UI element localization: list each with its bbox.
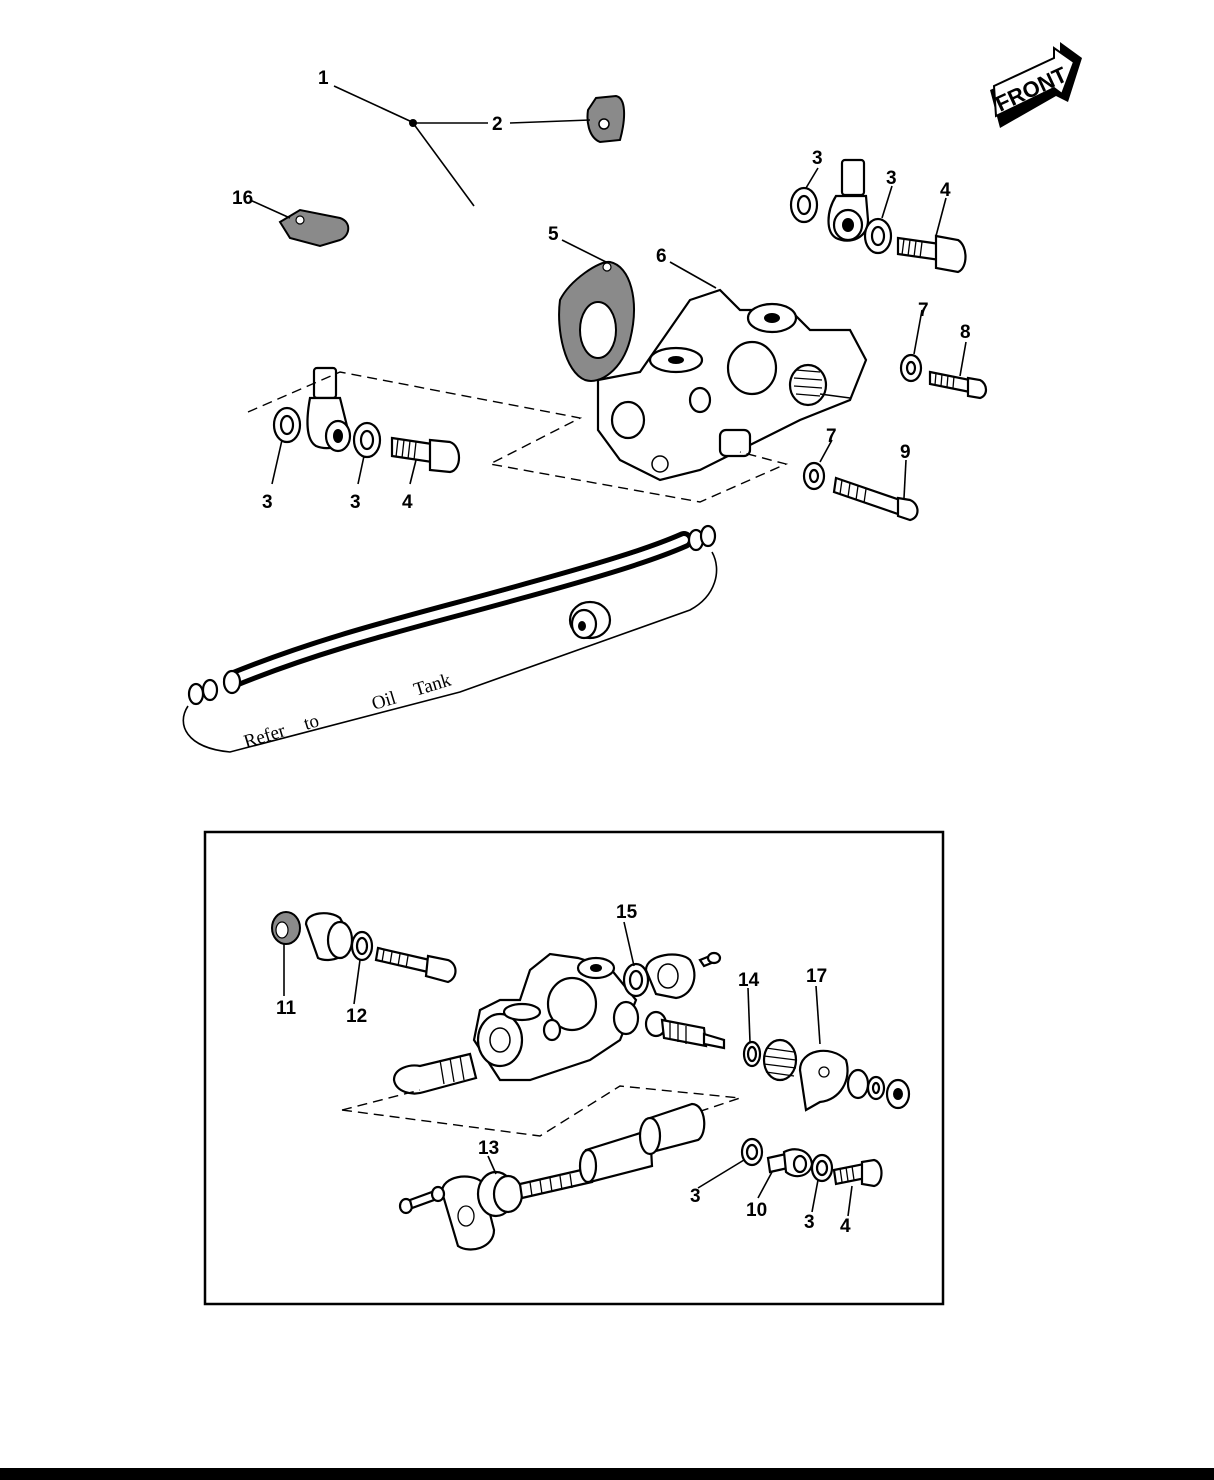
- callouts-lower: 11 12 15 14 17 13 3 10 3 4: [276, 902, 851, 1237]
- note-refer: Refer: [241, 720, 288, 753]
- washer-3-right-b: [863, 217, 893, 255]
- screw-8: [928, 370, 988, 400]
- callout-7-lower: 7: [826, 426, 837, 447]
- callout-1: 1: [318, 68, 329, 89]
- callout-11: 11: [276, 998, 297, 1019]
- sleeve: [304, 912, 354, 962]
- plunger: [374, 946, 457, 984]
- bolt-10: [766, 1148, 814, 1178]
- front-arrow: FRONT: [990, 42, 1082, 128]
- alignment-line-left: [247, 371, 789, 503]
- callout-15: 15: [616, 902, 638, 923]
- oil-pump-assembly: [596, 288, 868, 482]
- grommet: [568, 600, 612, 640]
- o-ring-12: [350, 930, 374, 962]
- callout-3-ll-b: 3: [350, 492, 361, 513]
- callout-7-upper: 7: [918, 300, 929, 321]
- spring: [762, 1038, 798, 1082]
- cap-nut-11: [271, 911, 301, 945]
- lever-17: [798, 1049, 849, 1112]
- callout-12: 12: [346, 1006, 367, 1027]
- leader-lines-upper: [249, 85, 967, 499]
- pump-shaft: [644, 1010, 726, 1050]
- callout-3-ur-a: 3: [812, 148, 823, 169]
- banjo-bolt-4-right: [896, 234, 967, 274]
- banjo-bolt-4-left: [390, 436, 461, 474]
- washer-3-left-b: [352, 421, 382, 459]
- gasket-13: [476, 1170, 524, 1218]
- hose-clamp-right: [687, 524, 717, 552]
- leader-lines-lower: [283, 921, 853, 1217]
- note-to: to: [301, 710, 321, 734]
- callout-17: 17: [806, 966, 827, 987]
- o-ring-14: [742, 1040, 762, 1068]
- pipe-clip: [586, 94, 626, 144]
- o-ring-15: [622, 962, 650, 998]
- banjo-bolt-4-detail: [832, 1158, 883, 1188]
- washer-3-left-a: [272, 406, 302, 444]
- alignment-line-lower: [341, 1085, 741, 1137]
- callout-4-detail: 4: [840, 1216, 851, 1237]
- refer-note: Refer to Oil Tank: [241, 670, 454, 753]
- page-bottom-bar: [0, 1468, 1214, 1480]
- callout-8: 8: [960, 322, 971, 343]
- pump-body-detail: [472, 952, 640, 1082]
- washer-3-right-a: [789, 186, 819, 224]
- callout-5: 5: [548, 224, 559, 245]
- tapered-plug: [392, 1052, 478, 1095]
- refer-bracket: [182, 551, 718, 753]
- left-banjo-fitting: [306, 366, 352, 453]
- oil-pipe: [322, 126, 863, 381]
- right-banjo-fitting: [827, 158, 870, 242]
- screw-9: [832, 476, 919, 522]
- small-screw: [698, 951, 722, 968]
- screw-detail-left: [398, 1185, 446, 1215]
- callouts-upper: 1 2 16 5 6 3 3 4 7 8 7 9 3 3 4: [232, 68, 971, 513]
- callout-10: 10: [746, 1200, 767, 1221]
- callout-13: 13: [478, 1138, 499, 1159]
- oil-hose: [222, 531, 693, 695]
- pump-gasket: [558, 260, 635, 382]
- washer-7-upper: [899, 353, 923, 383]
- callout-4-ur: 4: [940, 180, 951, 201]
- cover-plate: [278, 208, 350, 248]
- small-cover: [644, 953, 696, 1000]
- washer-detail-b: [866, 1075, 886, 1101]
- note-oil: Oil: [369, 688, 398, 715]
- callout-16: 16: [232, 188, 253, 209]
- nut-detail: [885, 1078, 911, 1110]
- callout-2: 2: [492, 114, 503, 135]
- note-tank: Tank: [411, 670, 454, 701]
- callout-3-ll-a: 3: [262, 492, 273, 513]
- washer-7-lower: [802, 461, 826, 491]
- long-stud: [518, 1102, 706, 1200]
- washer-3-detail-b: [810, 1153, 834, 1183]
- callout-9: 9: [900, 442, 911, 463]
- callout-3-detail-a: 3: [690, 1186, 701, 1207]
- hose-clamp-left: [187, 678, 219, 706]
- callout-3-detail-b: 3: [804, 1212, 815, 1233]
- washer-detail-a: [846, 1068, 870, 1100]
- callout-4-ll: 4: [402, 492, 413, 513]
- callout-14: 14: [738, 970, 760, 991]
- callout-6: 6: [656, 246, 667, 267]
- washer-3-detail-a: [740, 1137, 764, 1167]
- callout-3-ur-b: 3: [886, 168, 897, 189]
- detail-frame: [203, 830, 945, 1306]
